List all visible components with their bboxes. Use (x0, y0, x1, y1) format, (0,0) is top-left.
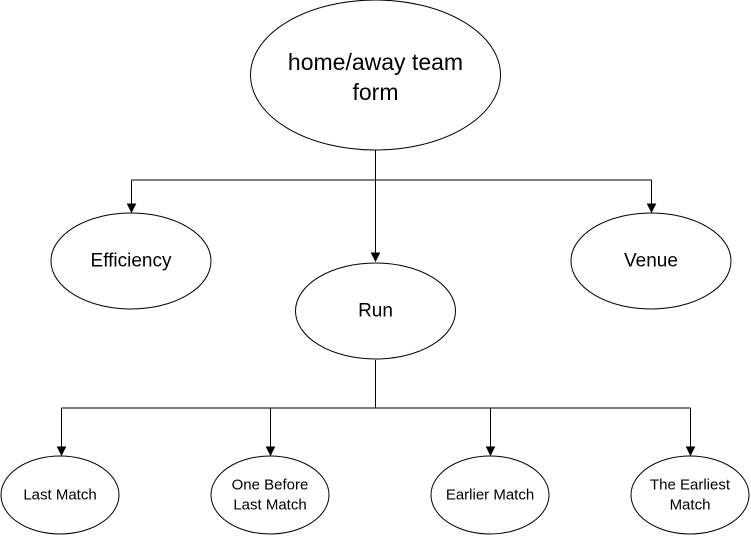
node-one-before-label-line2: Last Match (233, 497, 306, 514)
node-earlier-match-shape (430, 455, 550, 535)
node-one-before-label-line1: One Before (232, 477, 309, 494)
node-venue: Venue (570, 212, 732, 310)
node-efficiency-label: Efficiency (91, 251, 172, 272)
node-earliest: The Earliest Match (630, 455, 750, 535)
node-earlier-match: Earlier Match (430, 455, 550, 535)
run-connectors (56, 360, 696, 457)
node-root-shape (250, 0, 501, 151)
root-connectors (126, 150, 657, 263)
node-venue-label: Venue (624, 251, 678, 272)
node-efficiency: Efficiency (50, 212, 212, 310)
node-last-match: Last Match (0, 455, 120, 535)
node-earlier-match-label: Earlier Match (446, 487, 534, 504)
node-venue-shape (570, 212, 732, 310)
arrowhead-efficiency (126, 203, 137, 214)
node-one-before: One Before Last Match (210, 455, 330, 535)
arrowhead-earlier-match (485, 446, 496, 457)
node-earliest-shape (630, 455, 750, 535)
node-last-match-shape (0, 455, 120, 535)
node-root-label-line2: form (353, 79, 399, 105)
node-earliest-label-line2: Match (670, 497, 711, 514)
arrowhead-last-match (56, 446, 67, 457)
arrowhead-one-before (265, 446, 276, 457)
node-efficiency-shape (50, 212, 212, 310)
arrowhead-venue (646, 203, 657, 214)
node-one-before-shape (210, 455, 330, 535)
node-last-match-label: Last Match (23, 487, 96, 504)
node-run-shape (295, 262, 456, 360)
node-run-label: Run (358, 301, 393, 322)
node-root: home/away team form (250, 0, 501, 151)
node-root-label-line1: home/away team (288, 49, 463, 75)
arrowhead-earliest (685, 446, 696, 457)
node-run: Run (295, 262, 456, 360)
node-earliest-label-line1: The Earliest (650, 477, 731, 494)
arrowhead-run (370, 252, 381, 263)
